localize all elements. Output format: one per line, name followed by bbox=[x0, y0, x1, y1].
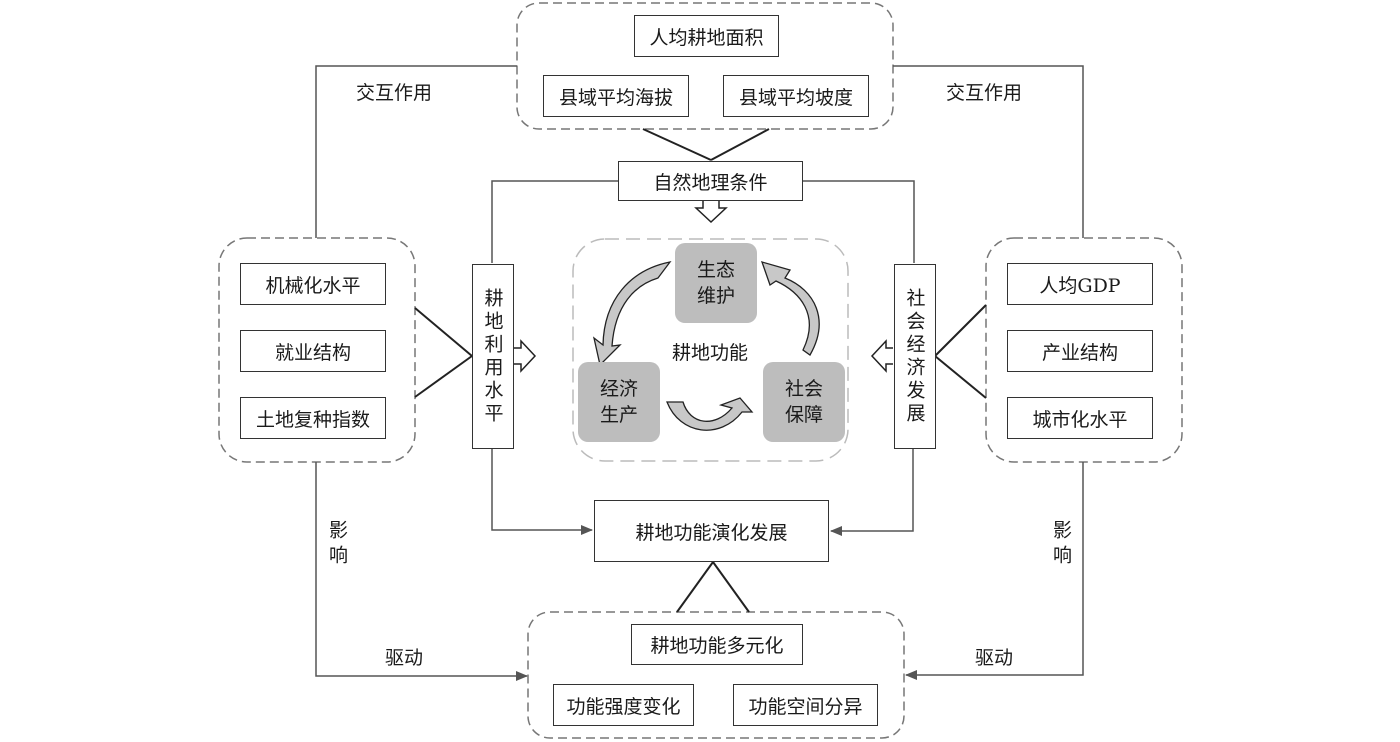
function-ecological: 生态维护 bbox=[675, 243, 757, 323]
interaction-label-left: 交互作用 bbox=[356, 82, 433, 104]
cycle-arrow-econ-to-soc bbox=[666, 397, 754, 431]
evolution-group bbox=[527, 611, 905, 739]
drive-line-right bbox=[905, 462, 1084, 680]
land-use-converge-bottom bbox=[414, 355, 473, 398]
factor-urbanization: 城市化水平 bbox=[1007, 397, 1153, 439]
factor-function-diversification: 耕地功能多元化 bbox=[631, 624, 803, 665]
interaction-line-left bbox=[315, 65, 517, 238]
factor-avg-slope: 县域平均坡度 bbox=[723, 75, 869, 117]
functions-center-label: 耕地功能 bbox=[672, 342, 749, 364]
land-use-right-arrow-icon bbox=[514, 339, 537, 373]
function-ecological-line1: 生态 bbox=[696, 259, 735, 281]
socio-to-evolution-line bbox=[830, 448, 914, 536]
socio-economic-title: 社会经济发展 bbox=[894, 264, 936, 449]
factor-mechanization: 机械化水平 bbox=[240, 263, 386, 305]
function-economic-line2: 生产 bbox=[599, 404, 638, 426]
socio-converge-top bbox=[934, 304, 987, 357]
socio-left-arrow-icon bbox=[870, 339, 893, 373]
natural-to-socio-line bbox=[803, 180, 915, 263]
factor-industrial-structure: 产业结构 bbox=[1007, 330, 1153, 372]
function-economic-line1: 经济 bbox=[599, 378, 638, 400]
factor-spatial-differentiation: 功能空间分异 bbox=[733, 684, 878, 726]
evolution-converge-left bbox=[676, 561, 714, 613]
influence-label-right: 影响 bbox=[1050, 520, 1072, 570]
drive-label-left: 驱动 bbox=[385, 647, 424, 669]
drive-line-left bbox=[315, 462, 528, 681]
cycle-arrow-eco-to-econ bbox=[592, 261, 672, 367]
interaction-label-right: 交互作用 bbox=[946, 82, 1023, 104]
interaction-line-right bbox=[893, 65, 1084, 238]
function-social-line2: 保障 bbox=[784, 404, 823, 426]
natural-converge-right bbox=[710, 128, 770, 161]
factor-employment-structure: 就业结构 bbox=[240, 330, 386, 372]
natural-conditions-title: 自然地理条件 bbox=[618, 161, 803, 201]
natural-down-arrow-icon bbox=[694, 200, 728, 224]
factor-gdp-per-capita: 人均GDP bbox=[1007, 263, 1153, 305]
natural-converge-left bbox=[642, 128, 712, 161]
factor-intensity-change: 功能强度变化 bbox=[553, 684, 694, 726]
cycle-arrow-soc-to-eco bbox=[760, 261, 820, 356]
function-ecological-line2: 维护 bbox=[696, 285, 735, 307]
factor-avg-altitude: 县域平均海拔 bbox=[543, 75, 689, 117]
evolution-converge-right bbox=[712, 561, 750, 613]
land-use-level-title: 耕地利用水平 bbox=[472, 264, 514, 449]
land-use-converge-top bbox=[414, 307, 473, 357]
function-economic: 经济生产 bbox=[578, 362, 660, 442]
socio-converge-bottom bbox=[934, 355, 987, 399]
drive-label-right: 驱动 bbox=[975, 647, 1014, 669]
function-social: 社会保障 bbox=[763, 362, 845, 442]
function-social-line1: 社会 bbox=[784, 378, 823, 400]
factor-multiple-cropping-index: 土地复种指数 bbox=[240, 397, 386, 439]
land-use-group bbox=[218, 237, 416, 463]
socio-economic-group bbox=[985, 237, 1183, 463]
evolution-title: 耕地功能演化发展 bbox=[594, 500, 829, 562]
functions-group bbox=[572, 238, 849, 462]
influence-label-left: 影响 bbox=[326, 520, 348, 570]
factor-per-capita-farmland: 人均耕地面积 bbox=[634, 15, 779, 57]
land-use-to-evolution-line bbox=[491, 448, 593, 535]
natural-to-land-use-line bbox=[491, 180, 618, 263]
